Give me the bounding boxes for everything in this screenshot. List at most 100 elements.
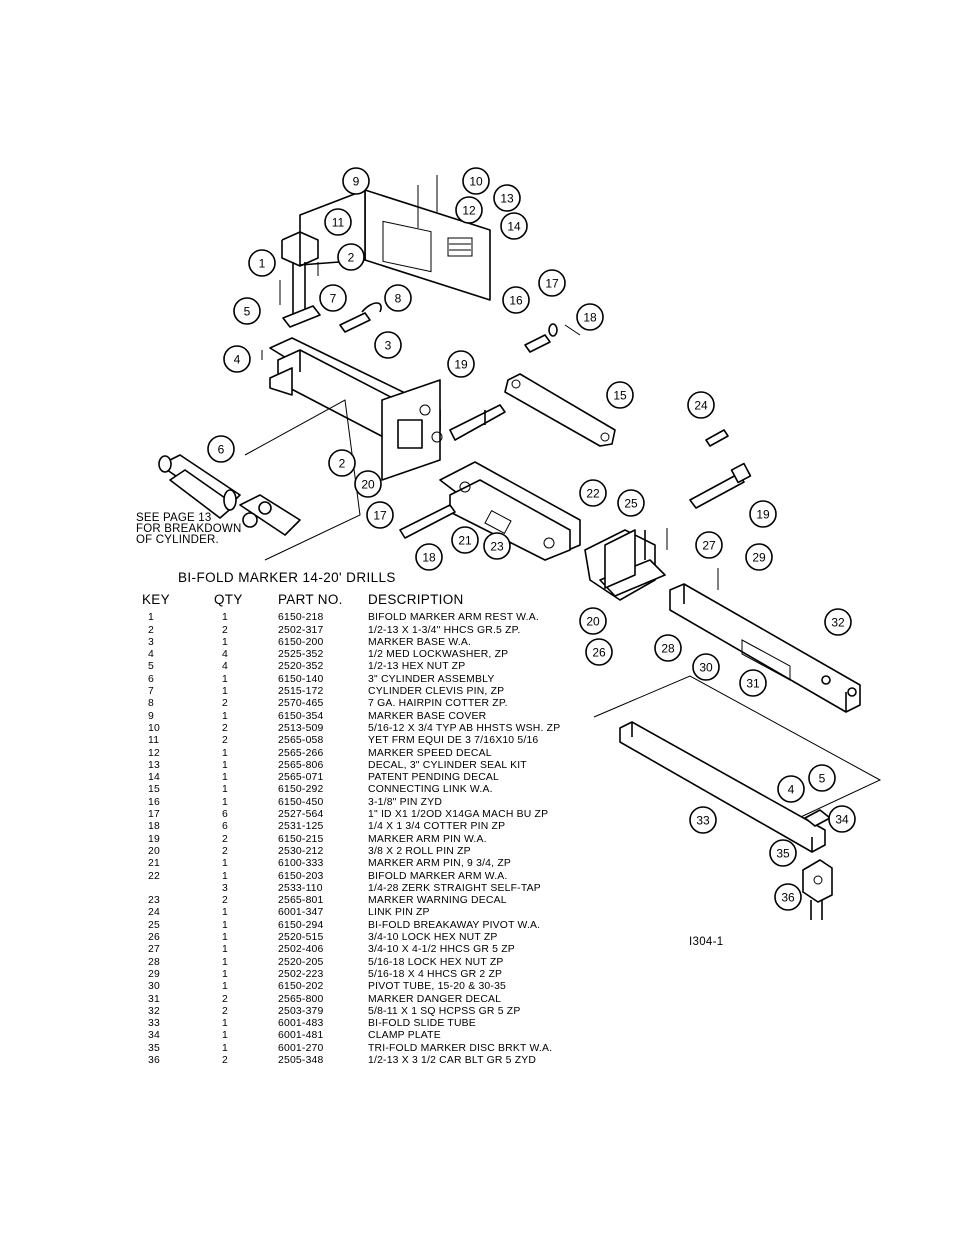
callout-circle (374, 331, 402, 359)
cell-key: 3 (148, 636, 154, 648)
cell-part-no: 2502-223 (278, 968, 324, 980)
cell-part-no: 2533-110 (278, 882, 323, 894)
callout-circle (233, 297, 261, 325)
arm-rest-part (279, 231, 321, 328)
cell-description: CLAMP PLATE (368, 1030, 441, 1042)
callout-balloon: 12 (455, 196, 483, 224)
callout-balloon: 27 (695, 531, 723, 559)
callout-label: 2 (339, 457, 346, 471)
cell-description: MARKER BASE COVER (368, 710, 487, 722)
callout-circle (692, 653, 720, 681)
cell-qty: 1 (222, 784, 228, 796)
connecting-link-part (449, 373, 616, 447)
cell-part-no: 2520-352 (278, 661, 324, 673)
cell-part-no: 6001-347 (278, 907, 324, 919)
callout-balloon: 28 (654, 634, 682, 662)
callout-label: 17 (545, 277, 559, 291)
callout-circle (384, 284, 412, 312)
callout-label: 35 (776, 847, 790, 861)
callout-balloon: 31 (739, 669, 767, 697)
cell-description: LINK PIN ZP (368, 907, 430, 919)
cell-description: MARKER WARNING DECAL (368, 895, 507, 907)
callout-balloon: 36 (774, 883, 802, 911)
callout-label: 5 (244, 305, 251, 319)
cell-key: 24 (148, 907, 160, 919)
callout-circle (739, 669, 767, 697)
callout-label: 10 (469, 175, 483, 189)
callout-circle (319, 284, 347, 312)
callout-label: 9 (353, 175, 360, 189)
clevis-pin-part (339, 302, 382, 333)
callout-circle (687, 391, 715, 419)
cell-key: 23 (148, 895, 160, 907)
callout-label: 19 (454, 358, 468, 372)
callout-label: 36 (781, 891, 795, 905)
cell-key: 30 (148, 981, 160, 993)
cell-description: DECAL, 3" CYLINDER SEAL KIT (368, 759, 527, 771)
drawing-title: BI-FOLD MARKER 14-20' DRILLS (178, 570, 396, 585)
cell-description: 1/4-28 ZERK STRAIGHT SELF-TAP (368, 882, 541, 894)
callout-balloon: 3 (374, 331, 402, 359)
marker-arm-part (399, 461, 581, 561)
callout-label: 27 (702, 539, 716, 553)
cell-key: 29 (148, 968, 160, 980)
cell-qty: 2 (222, 845, 228, 857)
cell-qty: 4 (222, 649, 228, 661)
callout-circle (585, 638, 613, 666)
cell-key: 36 (148, 1054, 160, 1066)
cell-description: TRI-FOLD MARKER DISC BRKT W.A. (368, 1042, 553, 1054)
callout-label: 30 (699, 661, 713, 675)
callout-circle (695, 531, 723, 559)
callout-balloon: 6 (207, 435, 235, 463)
callout-balloon: 18 (576, 303, 604, 331)
callout-circle (606, 381, 634, 409)
callout-circle (579, 479, 607, 507)
cell-qty: 1 (222, 686, 228, 698)
cell-part-no: 2565-806 (278, 759, 324, 771)
cell-key: 19 (148, 833, 160, 845)
cell-description: 1" ID X1 1/2OD X14GA MACH BU ZP (368, 809, 549, 821)
cell-key: 28 (148, 956, 160, 968)
callout-label: 18 (583, 311, 597, 325)
cell-part-no: 6001-483 (278, 1018, 324, 1030)
cell-key: 12 (148, 747, 160, 759)
callout-balloon: 1 (248, 249, 276, 277)
cell-key: 14 (148, 772, 160, 784)
cell-qty: 1 (222, 1018, 228, 1030)
callout-balloon: 34 (828, 805, 856, 833)
cell-qty: 1 (222, 968, 228, 980)
callout-circle (483, 532, 511, 560)
callout-circle (337, 243, 365, 271)
callout-label: 28 (661, 642, 675, 656)
callout-circle (579, 607, 607, 635)
callout-balloon: 30 (692, 653, 720, 681)
cell-qty: 1 (222, 747, 228, 759)
callout-label: 20 (361, 478, 375, 492)
cell-part-no: 2565-801 (278, 895, 324, 907)
callout-circle (777, 775, 805, 803)
drawing-number: I304-1 (689, 936, 723, 948)
cell-key: 1 (148, 612, 154, 624)
cell-qty: 1 (222, 772, 228, 784)
cell-part-no: 6150-218 (278, 612, 324, 624)
callout-label: 4 (234, 353, 241, 367)
callout-label: 6 (218, 443, 225, 457)
cell-part-no: 6150-203 (278, 870, 324, 882)
cell-part-no: 2565-058 (278, 735, 324, 747)
cell-part-no: 2502-317 (278, 624, 324, 636)
cell-part-no: 2530-212 (278, 845, 324, 857)
callout-circle (207, 435, 235, 463)
callout-balloon: 17 (538, 269, 566, 297)
callout-circle (354, 470, 382, 498)
parts-table-header: KEY QTY PART NO. DESCRIPTION (142, 593, 560, 612)
callout-balloon: 21 (451, 526, 479, 554)
